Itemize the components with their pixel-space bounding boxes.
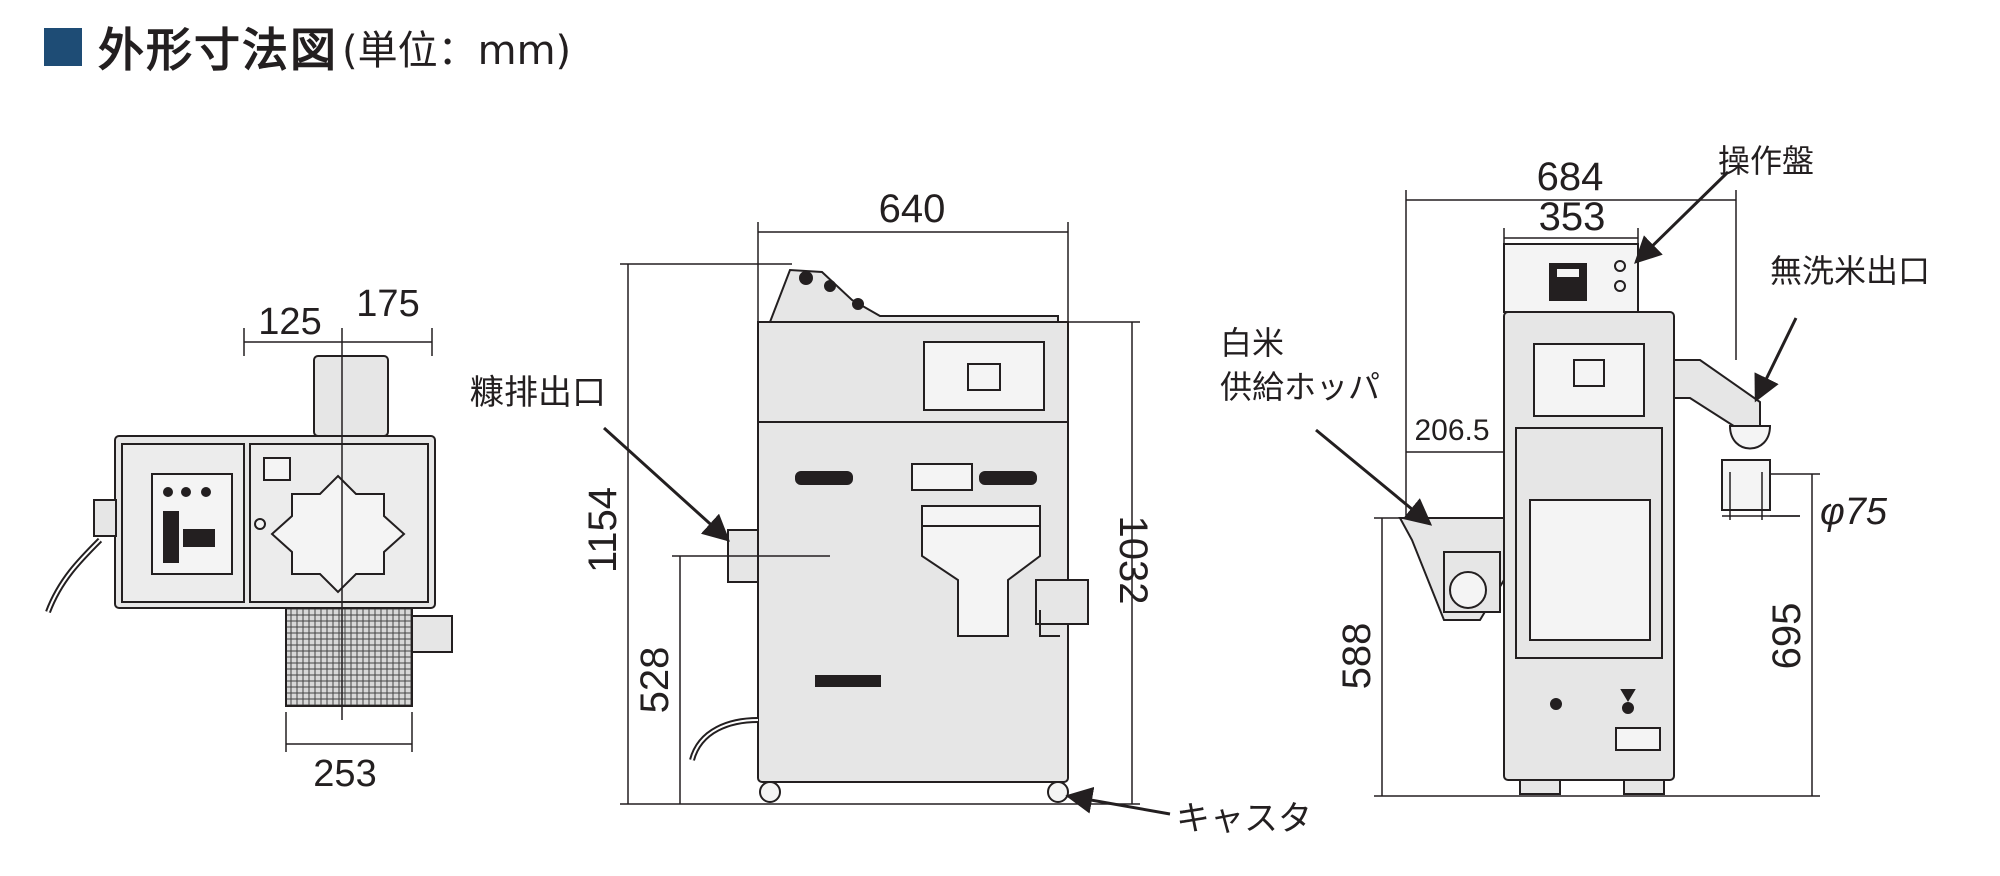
- label-musenmai-outlet: 無洗米出口: [1770, 252, 1930, 290]
- header-square-icon: [44, 28, 82, 66]
- front-top-hopper: [768, 268, 1059, 323]
- label-hopper-line2: 供給ホッパ: [1220, 368, 1380, 406]
- top-view: [45, 355, 453, 707]
- side-view-dimensions: [1315, 170, 1820, 797]
- dim-1154: 1154: [581, 487, 625, 573]
- dim-695: 695: [1765, 603, 1809, 670]
- diagram-header: 外形寸法図 (単位：mm): [44, 14, 571, 80]
- top-view-dimensions: [243, 328, 433, 752]
- top-vent-unit: [285, 607, 413, 707]
- unit-note: (単位：mm): [342, 28, 572, 74]
- diagram-title: 外形寸法図: [98, 23, 338, 77]
- dim-phi75: φ75: [1820, 491, 1888, 533]
- side-window: [1529, 499, 1651, 641]
- dim-125: 125: [258, 301, 321, 343]
- label-control-panel: 操作盤: [1718, 142, 1814, 180]
- label-bran-outlet: 糠排出口: [470, 373, 606, 413]
- dim-253: 253: [313, 753, 376, 795]
- dim-684: 684: [1537, 155, 1604, 199]
- side-musenmai-spout: [1673, 359, 1761, 431]
- dim-206-5: 206.5: [1414, 414, 1489, 447]
- dim-353: 353: [1539, 195, 1606, 239]
- top-hopper: [313, 355, 389, 437]
- label-hopper-line1: 白米: [1220, 324, 1284, 362]
- label-caster: キャスタ: [1176, 799, 1312, 839]
- front-view-dimensions: [602, 222, 1171, 816]
- dim-588: 588: [1335, 623, 1379, 690]
- dim-528: 528: [633, 647, 677, 714]
- top-star-hopper: [270, 474, 406, 594]
- dim-640: 640: [879, 187, 946, 231]
- side-view: [1398, 243, 1772, 795]
- dim-175: 175: [356, 283, 419, 325]
- front-view: [689, 268, 1089, 803]
- dim-1032: 1032: [1111, 516, 1155, 605]
